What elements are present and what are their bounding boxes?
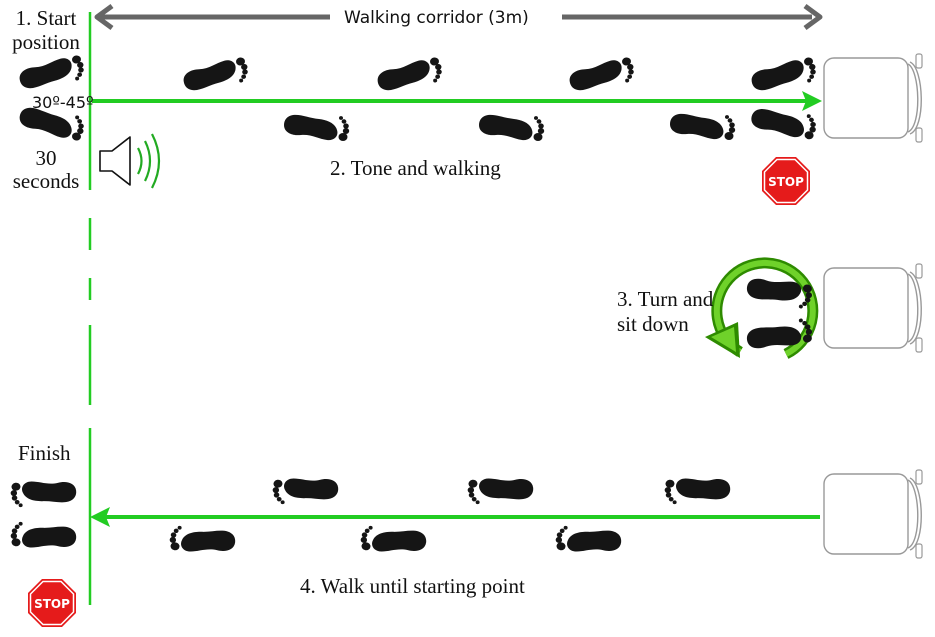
footprint-icon [749,56,818,92]
stop-sign-text: STOP [768,175,804,189]
footprint-icon [284,115,349,141]
chair-icon [823,469,923,559]
footprint-icon [466,471,535,507]
stop-sign-icon: STOP [27,578,77,628]
wait-label-line1: 30 [35,146,57,170]
outbound-arrow [92,91,822,111]
return-arrow [90,507,820,527]
footprint-icon [750,108,817,140]
footprint-icon [567,56,636,92]
footprint-icon [9,519,77,554]
corridor-arrow [94,3,823,31]
footprint-icon [271,471,340,507]
step-tone-walking: 2. Tone and walking [330,156,501,180]
footprint-icon [9,474,78,510]
chair-icon [823,53,923,143]
footprint-icon [181,56,250,92]
footprint-icon [375,56,444,92]
footprint-icon [17,54,86,90]
chair-icon [823,263,923,353]
start-label-line2: position [12,30,80,54]
wait-label-line2: seconds [12,169,80,193]
footprint-icon [359,523,427,558]
turn-label-line2: sit down [617,312,689,336]
footprint-icon [479,115,544,141]
footprint-icon [554,523,622,558]
step-walk-back: 4. Walk until starting point [300,574,525,598]
footprint-icon [168,523,236,558]
angle-label: 30º-45º [32,93,94,112]
footprint-icon [663,471,732,507]
footprint-icon [670,114,735,140]
corridor-label: Walking corridor (3m) [344,8,529,28]
stop-sign-text: STOP [34,597,70,611]
speaker-icon [99,133,161,189]
start-label-line1: 1. Start [15,6,77,30]
turn-label-line1: 3. Turn and [617,287,714,311]
finish-label: Finish [18,441,71,465]
circular-arrow-icon [705,257,819,359]
stop-sign-icon: STOP [761,156,811,206]
